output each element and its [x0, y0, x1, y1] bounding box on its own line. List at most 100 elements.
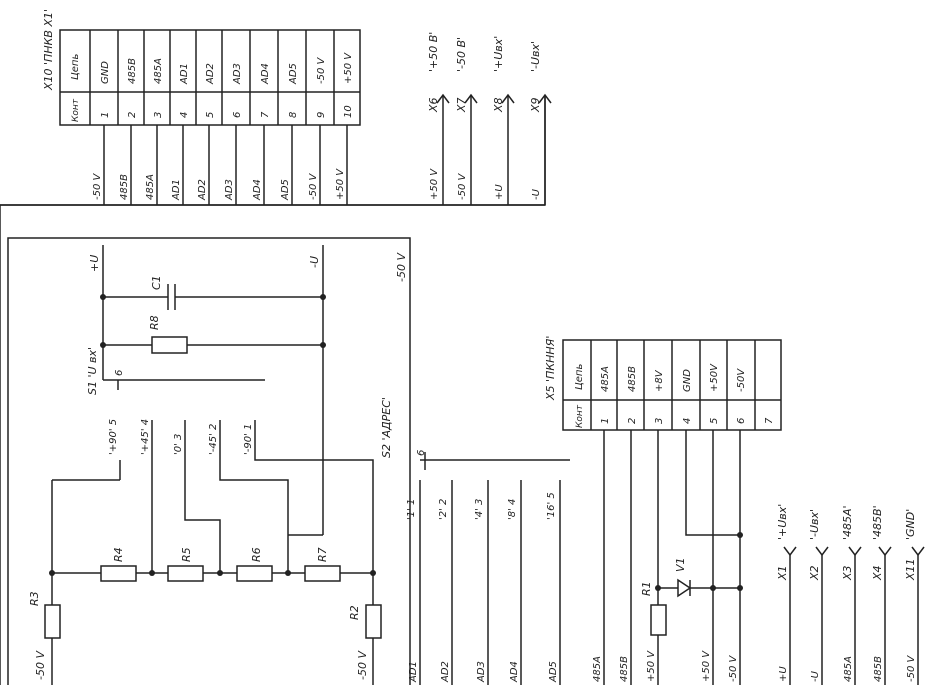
x5-signal-6: -50V	[736, 368, 747, 392]
x10-wire-label-5: AD2	[197, 179, 208, 201]
r4-label: R4	[112, 547, 125, 562]
resistor-r2: R2 -50 V	[348, 604, 382, 685]
top-conn-wire-label-X9: -U	[531, 188, 542, 200]
x10-wire-label-4: AD1	[171, 179, 182, 201]
bottom-conn-sig-X11: 'GND'	[904, 509, 917, 540]
x10-pin-3: 3	[153, 112, 164, 118]
bottom-conn-arrow-X1	[783, 546, 797, 557]
x5-signal-1: 485A	[600, 366, 611, 392]
s1-label: S1 'U вх'	[86, 347, 99, 395]
x10-pin-10: 10	[343, 105, 354, 118]
bottom-conn-ref-X1: X1	[776, 565, 789, 581]
bottom-connectors: X1'+Uвх'+UX2'-Uвх'-UX3'485A'485AX4'485B'…	[776, 504, 925, 685]
bottom-conn-ref-X11: X11	[904, 558, 917, 581]
bottom-conn-arrow-X4	[878, 546, 892, 557]
switch-s1: S1 'U вх' 6 '+90' 5'+45' 4'0' 3'-45' 2'-…	[86, 347, 265, 455]
x10-wire-label-2: 485B	[119, 174, 130, 200]
bottom-conn-wire-label-X4: 485B	[873, 656, 884, 682]
top-conn-ref-X6: X6	[427, 97, 440, 113]
r5-label: R5	[180, 547, 193, 562]
x10-signal-2: 485B	[127, 58, 138, 84]
s2-label: S2 'АДРЕС'	[380, 397, 393, 458]
capacitor-c1: C1	[100, 275, 326, 310]
resistor-ladder: R4 R5 R6 R7	[49, 420, 376, 605]
x10-connector-table: X10 'ПНКВ X1' Цепь Конт GND1485B2485A3AD…	[42, 9, 361, 126]
x5-wire-label-5: -50 V	[728, 654, 739, 682]
x10-pin-4: 4	[179, 112, 190, 118]
x5-wire-label-1: 485A	[592, 656, 603, 682]
x10-signal-3: 485A	[153, 58, 164, 84]
x10-pin-1: 1	[100, 112, 111, 118]
top-connectors: X6'+50 B'+50 VX7'-50 B'-50 VX8'+Uвх'+UX9…	[427, 32, 552, 205]
bottom-conn-wire-label-X2: -U	[810, 670, 821, 682]
resistor-r3: R3 -50 V	[28, 591, 61, 685]
x5-wire-label-4: +50 V	[701, 650, 712, 682]
module-border	[7, 237, 411, 685]
x5-pin-6: 6	[736, 418, 747, 424]
x10-signal-4: AD1	[179, 63, 190, 85]
x5-pin-1: 1	[600, 418, 611, 424]
ad-label-4: AD4	[509, 661, 520, 683]
x10-wire-label-8: AD5	[280, 179, 291, 201]
s1-position-3: '0' 3	[173, 434, 184, 455]
x5-header-cep: Цепь	[574, 364, 585, 390]
x10-wire-label-9: -50 V	[308, 172, 319, 200]
v1-label: V1	[674, 557, 687, 572]
x5-wire-label-3: +50 V	[646, 650, 657, 682]
s2-positions: '1' 1'2' 2'4' 3'8' 4'16' 5	[406, 480, 561, 685]
top-conn-arrow-X7	[464, 93, 478, 104]
x5-pin-4: 4	[682, 418, 693, 424]
s1-position-1: '+90' 5	[108, 419, 119, 455]
x10-signal-9: -50 V	[316, 56, 327, 84]
x5-signal-4: GND	[682, 369, 693, 392]
top-conn-sig-X9: '-Uвх'	[529, 41, 542, 72]
x5-pin-2: 2	[627, 418, 638, 424]
x10-signal-5: AD2	[205, 63, 216, 85]
x10-wire-label-3: 485A	[145, 174, 156, 200]
s2-common: 6	[416, 450, 427, 456]
x10-signal-7: AD4	[260, 63, 271, 85]
r3-leg-label: -50 V	[34, 650, 47, 680]
x10-wire-label-7: AD4	[252, 179, 263, 201]
top-conn-ref-X8: X8	[492, 97, 505, 113]
s2-position-3: '4' 3	[474, 499, 485, 520]
x10-pin-6: 6	[232, 112, 243, 118]
x10-header-cep: Цепь	[70, 54, 81, 80]
s1-position-2: '+45' 4	[140, 419, 151, 455]
ad-label-1: AD1	[408, 661, 419, 683]
top-conn-sig-X7: '-50 B'	[455, 37, 468, 72]
r2-leg-label: -50 V	[356, 650, 369, 680]
s2-position-5: '16' 5	[546, 492, 557, 520]
top-conn-sig-X8: '+Uвх'	[492, 36, 505, 72]
top-conn-sig-X6: '+50 B'	[427, 32, 440, 72]
r2-label: R2	[348, 605, 361, 620]
s1-position-5: '-90' 1	[243, 424, 254, 455]
bottom-conn-wire-label-X11: -50 V	[906, 654, 917, 682]
s1-positions: '+90' 5'+45' 4'0' 3'-45' 2'-90' 1	[108, 419, 254, 455]
x5-signal-2: 485B	[627, 366, 638, 392]
bottom-conn-wire-label-X3: 485A	[843, 656, 854, 682]
x10-signal-10: +50 V	[343, 52, 354, 84]
top-conn-wire-label-X6: +50 V	[429, 168, 440, 200]
x10-pin-9: 9	[316, 112, 327, 118]
x10-wire-label-10: +50 V	[335, 168, 346, 200]
minus-u-label: -U	[308, 256, 321, 268]
s1-common: 6	[114, 370, 125, 376]
r1-label: R1	[640, 581, 653, 596]
x10-signal-6: AD3	[232, 63, 243, 85]
bottom-conn-sig-X4: '485B'	[871, 505, 884, 540]
resistor-r8: R8	[100, 315, 326, 354]
x10-signal-8: AD5	[288, 63, 299, 85]
x10-title: X10 'ПНКВ X1'	[42, 9, 55, 91]
s2-position-2: '2' 2	[438, 499, 449, 520]
bottom-conn-wire-label-X1: +U	[778, 666, 789, 682]
x5-header-kont: Конт	[575, 404, 585, 428]
s2-position-1: '1' 1	[406, 499, 417, 520]
bottom-conn-arrow-X2	[815, 546, 829, 557]
r3-label: R3	[28, 591, 41, 606]
